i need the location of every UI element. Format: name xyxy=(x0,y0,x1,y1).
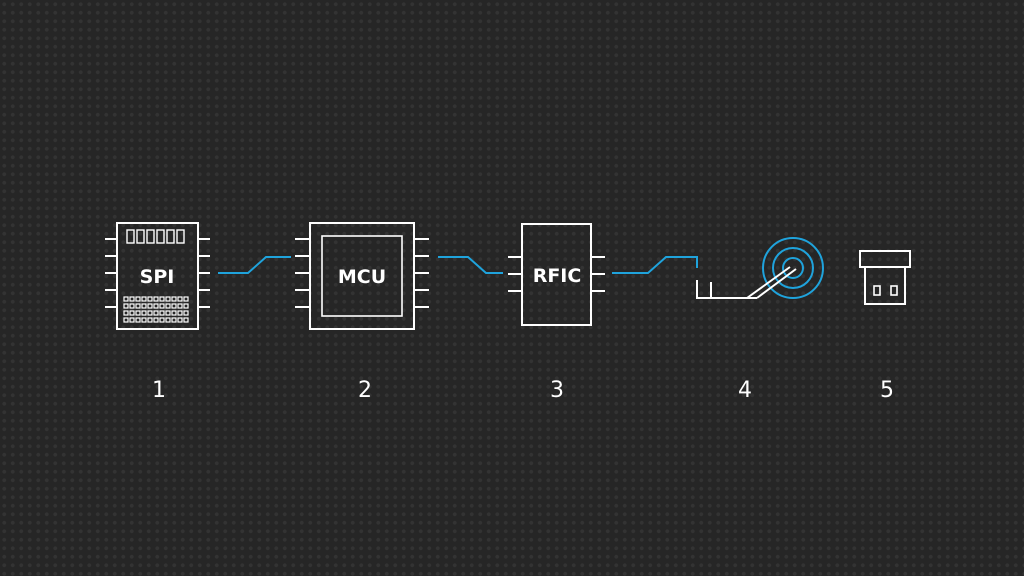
spi-grid-cell xyxy=(141,310,147,316)
spi-grid-cell xyxy=(147,303,153,309)
spi-grid-cell xyxy=(123,296,129,302)
spi-grid-cell xyxy=(129,310,135,316)
spi-grid-cell xyxy=(171,296,177,302)
mcu-chip-icon xyxy=(295,222,429,330)
trace-rfic-antenna xyxy=(612,256,698,274)
spi-grid-cell xyxy=(147,310,153,316)
spi-grid-cell xyxy=(159,310,165,316)
spi-grid-cell xyxy=(135,303,141,309)
spi-grid-cell xyxy=(171,303,177,309)
spi-grid-cell xyxy=(123,310,129,316)
signal-traces xyxy=(218,256,698,274)
spi-grid-cell xyxy=(183,317,189,323)
spi-grid-cell xyxy=(141,317,147,323)
spi-grid-cell xyxy=(183,296,189,302)
spi-grid-cell xyxy=(135,310,141,316)
spi-grid-cell xyxy=(141,303,147,309)
spi-grid-cell xyxy=(123,317,129,323)
spi-top-cells xyxy=(126,229,185,244)
spi-grid-cell xyxy=(165,310,171,316)
spi-grid-cell xyxy=(147,317,153,323)
spi-grid-cell xyxy=(129,303,135,309)
usb-receiver-icon xyxy=(859,250,911,305)
spi-grid-cell xyxy=(153,303,159,309)
spi-grid-cell xyxy=(135,317,141,323)
antenna-icon xyxy=(696,237,824,299)
spi-grid-cell xyxy=(165,296,171,302)
spi-grid-cell xyxy=(165,303,171,309)
mcu-label: MCU xyxy=(338,266,386,288)
rfic-label: RFIC xyxy=(533,265,582,287)
spi-grid-cell xyxy=(159,296,165,302)
spi-grid-cell xyxy=(129,317,135,323)
spi-grid-cell xyxy=(159,303,165,309)
spi-grid-cell xyxy=(129,296,135,302)
spi-label: SPI xyxy=(140,266,175,288)
spi-grid-cell xyxy=(177,303,183,309)
spi-grid-cell xyxy=(135,296,141,302)
spi-grid-cell xyxy=(153,317,159,323)
spi-grid-cell xyxy=(183,303,189,309)
spi-grid-cell xyxy=(159,317,165,323)
spi-grid-cell xyxy=(171,310,177,316)
spi-grid-cell xyxy=(171,317,177,323)
trace-spi-mcu xyxy=(218,256,291,274)
spi-grid-cell xyxy=(147,296,153,302)
spi-grid-cell xyxy=(123,303,129,309)
spi-grid-cell xyxy=(177,317,183,323)
rf-chip-icon xyxy=(508,223,605,326)
spi-grid-cell xyxy=(177,310,183,316)
step-number-5: 5 xyxy=(880,378,894,403)
step-number-4: 4 xyxy=(738,378,752,403)
spi-memory-grid xyxy=(123,296,189,323)
spi-grid-cell xyxy=(183,310,189,316)
spi-grid-cell xyxy=(153,296,159,302)
radio-waves-icon xyxy=(762,237,824,299)
spi-grid-cell xyxy=(177,296,183,302)
trace-mcu-rfic xyxy=(438,256,503,274)
step-number-1: 1 xyxy=(152,378,166,403)
step-number-3: 3 xyxy=(550,378,564,403)
spi-flash-chip-icon xyxy=(105,222,210,330)
step-number-2: 2 xyxy=(358,378,372,403)
spi-grid-cell xyxy=(153,310,159,316)
spi-grid-cell xyxy=(141,296,147,302)
spi-grid-cell xyxy=(165,317,171,323)
